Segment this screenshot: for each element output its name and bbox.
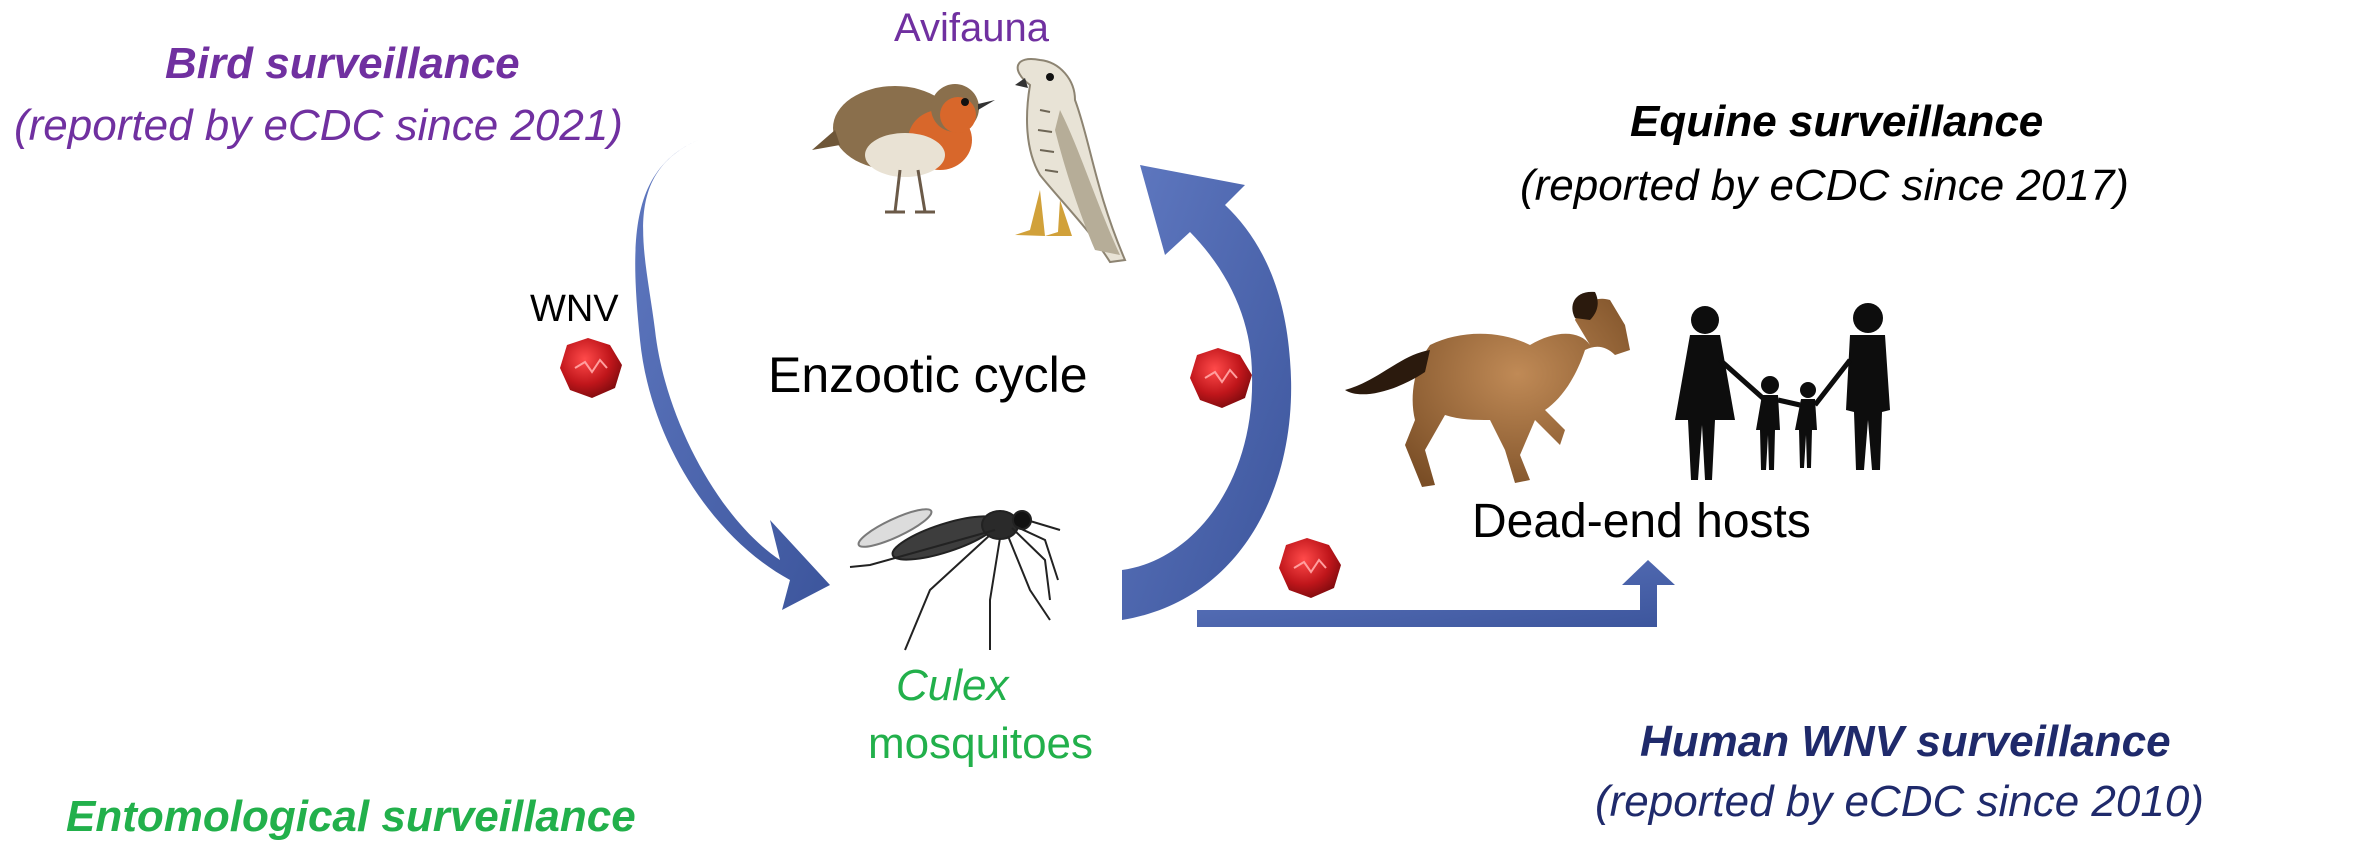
entomological-surveillance-title: Entomological surveillance	[66, 795, 636, 839]
human-surveillance-subtitle: (reported by eCDC since 2010)	[1595, 780, 2204, 824]
virus-icon	[1279, 538, 1341, 598]
culex-label: Culex	[896, 664, 1009, 708]
robin-icon	[812, 84, 995, 212]
falcon-icon	[1015, 59, 1125, 262]
bird-surveillance-subtitle: (reported by eCDC since 2021)	[14, 104, 623, 148]
dead-end-hosts-label: Dead-end hosts	[1472, 498, 1811, 546]
horse-icon	[1345, 292, 1630, 487]
virus-icon	[560, 338, 622, 398]
equine-surveillance-title: Equine surveillance	[1630, 100, 2043, 144]
virus-icon	[1190, 348, 1252, 408]
wnv-label: WNV	[530, 290, 619, 328]
equine-surveillance-subtitle: (reported by eCDC since 2017)	[1520, 164, 2129, 208]
human-surveillance-title: Human WNV surveillance	[1640, 720, 2171, 764]
bird-surveillance-title: Bird surveillance	[165, 42, 520, 86]
mosquitoes-label: mosquitoes	[868, 722, 1093, 766]
avifauna-label: Avifauna	[894, 8, 1049, 48]
enzootic-cycle-label: Enzootic cycle	[768, 350, 1088, 400]
family-silhouette-icon	[1675, 303, 1890, 480]
dead-end-arrow	[1197, 560, 1675, 627]
mosquito-icon	[850, 503, 1060, 650]
